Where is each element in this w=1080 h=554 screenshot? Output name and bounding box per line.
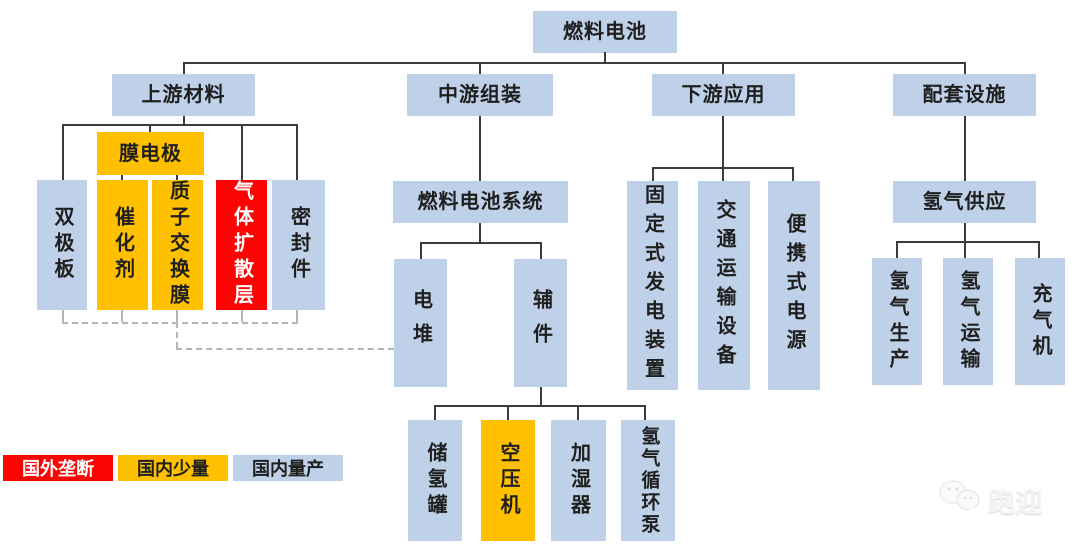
connector	[296, 124, 298, 180]
node-stack: 电堆	[394, 259, 447, 387]
node-midstream-assembly: 中游组装	[407, 74, 553, 116]
wechat-icon	[938, 478, 982, 523]
node-stationary-power-generation: 固定式发电装置	[627, 181, 678, 390]
dashed-connector	[176, 322, 178, 348]
connector	[420, 242, 422, 259]
connector	[420, 242, 542, 244]
node-hydrogen-production: 氢气生产	[872, 258, 922, 385]
node-fuel-cell-system: 燃料电池系统	[393, 181, 568, 223]
connector	[121, 175, 123, 180]
dashed-connector	[62, 310, 64, 322]
connector	[722, 167, 724, 181]
node-portable-power: 便携式电源	[768, 181, 820, 390]
connector	[644, 405, 646, 420]
connector	[183, 63, 185, 75]
watermark: 跑迎	[938, 478, 1042, 523]
connector	[792, 167, 794, 181]
connector	[964, 63, 966, 75]
dashed-connector	[176, 348, 394, 350]
node-seal: 密封件	[272, 180, 325, 310]
node-hydrogen-circulation-pump: 氢气循环泵	[621, 420, 675, 541]
connector	[434, 405, 436, 420]
node-hydrogen-transport: 氢气运输	[943, 258, 993, 385]
node-bipolar-plate: 双极板	[37, 180, 87, 310]
dashed-connector	[121, 310, 123, 322]
connector	[62, 124, 64, 180]
node-auxiliary-parts: 辅件	[514, 259, 567, 387]
dashed-connector	[176, 310, 178, 322]
connector	[540, 242, 542, 259]
connector	[176, 175, 178, 180]
node-gas-diffusion-layer: 气体扩散层	[216, 180, 267, 310]
node-transportation-equipment: 交通运输设备	[698, 181, 750, 390]
node-upstream-materials: 上游材料	[112, 74, 255, 116]
connector	[722, 63, 724, 75]
node-humidifier: 加湿器	[551, 420, 606, 541]
node-air-compressor: 空压机	[481, 420, 535, 541]
connector	[149, 124, 151, 132]
connector	[540, 387, 542, 405]
connector	[1038, 241, 1040, 258]
legend-domestic-mass-production: 国内量产	[233, 455, 343, 481]
connector	[241, 124, 243, 180]
node-fuel-cell: 燃料电池	[533, 11, 677, 53]
connector	[896, 241, 1040, 243]
dashed-connector	[296, 310, 298, 322]
connector	[964, 116, 966, 181]
node-membrane-electrode: 膜电极	[97, 132, 204, 175]
connector	[62, 124, 298, 126]
node-proton-exchange-membrane: 质子交换膜	[152, 180, 203, 310]
dashed-connector	[241, 310, 243, 322]
connector	[434, 405, 646, 407]
connector	[722, 116, 724, 167]
connector	[479, 116, 481, 181]
connector	[964, 223, 966, 241]
connector	[183, 62, 966, 64]
node-gas-filling-machine: 充气机	[1015, 258, 1065, 385]
dashed-connector	[62, 322, 298, 324]
legend-domestic-small-volume: 国内少量	[118, 455, 228, 481]
legend-foreign-monopoly: 国外垄断	[3, 455, 113, 481]
node-catalyst: 催化剂	[97, 180, 148, 310]
connector	[896, 241, 898, 258]
connector	[479, 63, 481, 75]
node-downstream-applications: 下游应用	[652, 74, 795, 116]
connector	[964, 241, 966, 258]
node-supporting-facilities: 配套设施	[893, 74, 1036, 116]
connector	[507, 405, 509, 420]
connector	[479, 223, 481, 242]
connector	[183, 116, 185, 125]
connector	[577, 405, 579, 420]
node-hydrogen-storage-tank: 储氢罐	[408, 420, 462, 541]
watermark-text: 跑迎	[988, 488, 1042, 518]
connector	[652, 167, 654, 181]
node-hydrogen-supply: 氢气供应	[893, 181, 1036, 223]
connector	[604, 52, 606, 63]
